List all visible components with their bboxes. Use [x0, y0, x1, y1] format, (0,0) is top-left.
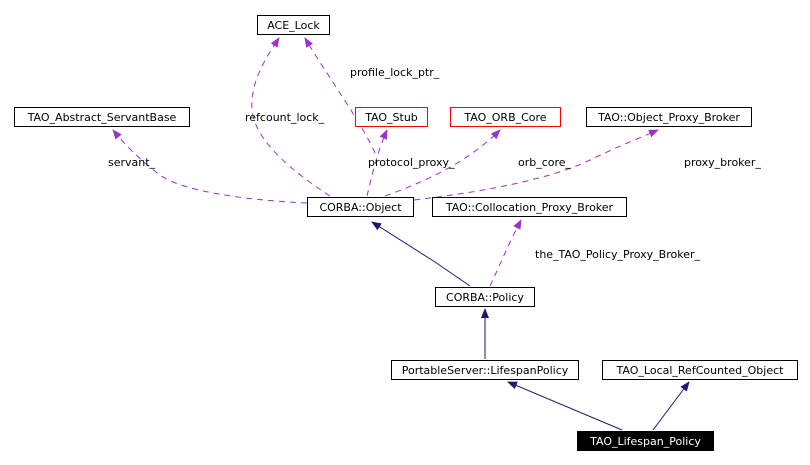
svg-text:TAO_Stub: TAO_Stub [364, 111, 418, 124]
node-corba-object[interactable]: CORBA::Object [307, 197, 414, 217]
label-protocol-proxy: protocol_proxy_ [368, 156, 455, 169]
edge-protocol-proxy [366, 129, 388, 197]
node-orb-core[interactable]: TAO_ORB_Core [450, 107, 561, 127]
svg-text:TAO_Local_RefCounted_Object: TAO_Local_RefCounted_Object [616, 364, 785, 377]
svg-text:TAO_ORB_Core: TAO_ORB_Core [463, 111, 546, 124]
node-local-refcounted-object[interactable]: TAO_Local_RefCounted_Object [602, 360, 798, 380]
node-collocation-proxy-broker[interactable]: TAO::Collocation_Proxy_Broker [432, 197, 627, 217]
node-lifespan-policy[interactable]: PortableServer::LifespanPolicy [391, 360, 579, 380]
edge-refcount-lock [251, 37, 331, 197]
node-tao-stub[interactable]: TAO_Stub [355, 107, 428, 127]
label-orb-core: orb_core_ [518, 156, 572, 169]
edge-proxy-broker [413, 129, 659, 201]
node-ace-lock[interactable]: ACE_Lock [257, 15, 330, 35]
edge-tao-lifespan-to-refcounted [652, 381, 690, 431]
node-tao-lifespan-policy: TAO_Lifespan_Policy [577, 431, 714, 451]
svg-text:TAO::Collocation_Proxy_Broker: TAO::Collocation_Proxy_Broker [445, 201, 614, 214]
node-corba-policy[interactable]: CORBA::Policy [435, 287, 535, 307]
node-abstract-servant-base[interactable]: TAO_Abstract_ServantBase [14, 107, 190, 127]
edge-profile-lock-ptr [304, 37, 376, 154]
svg-text:TAO::Object_Proxy_Broker: TAO::Object_Proxy_Broker [597, 111, 740, 124]
node-object-proxy-broker[interactable]: TAO::Object_Proxy_Broker [586, 107, 752, 127]
label-proxy-broker: proxy_broker_ [684, 156, 761, 169]
svg-text:TAO_Abstract_ServantBase: TAO_Abstract_ServantBase [27, 111, 177, 124]
label-policy-proxy-broker: the_TAO_Policy_Proxy_Broker_ [535, 248, 701, 261]
svg-text:PortableServer::LifespanPolicy: PortableServer::LifespanPolicy [402, 364, 569, 377]
svg-text:ACE_Lock: ACE_Lock [267, 19, 320, 32]
svg-text:CORBA::Object: CORBA::Object [319, 201, 402, 214]
label-servant: servant_ [108, 156, 156, 169]
edge-servant [112, 129, 308, 204]
svg-text:CORBA::Policy: CORBA::Policy [446, 291, 524, 304]
edge-policy-to-object [371, 221, 471, 287]
label-refcount-lock: refcount_lock_ [245, 111, 325, 124]
edge-orb-core [384, 129, 501, 197]
edge-policy-proxy-broker [489, 219, 522, 287]
edge-tao-lifespan-to-lifespan [507, 381, 623, 431]
svg-text:TAO_Lifespan_Policy: TAO_Lifespan_Policy [589, 435, 701, 448]
label-profile-lock-ptr: profile_lock_ptr_ [350, 66, 440, 79]
